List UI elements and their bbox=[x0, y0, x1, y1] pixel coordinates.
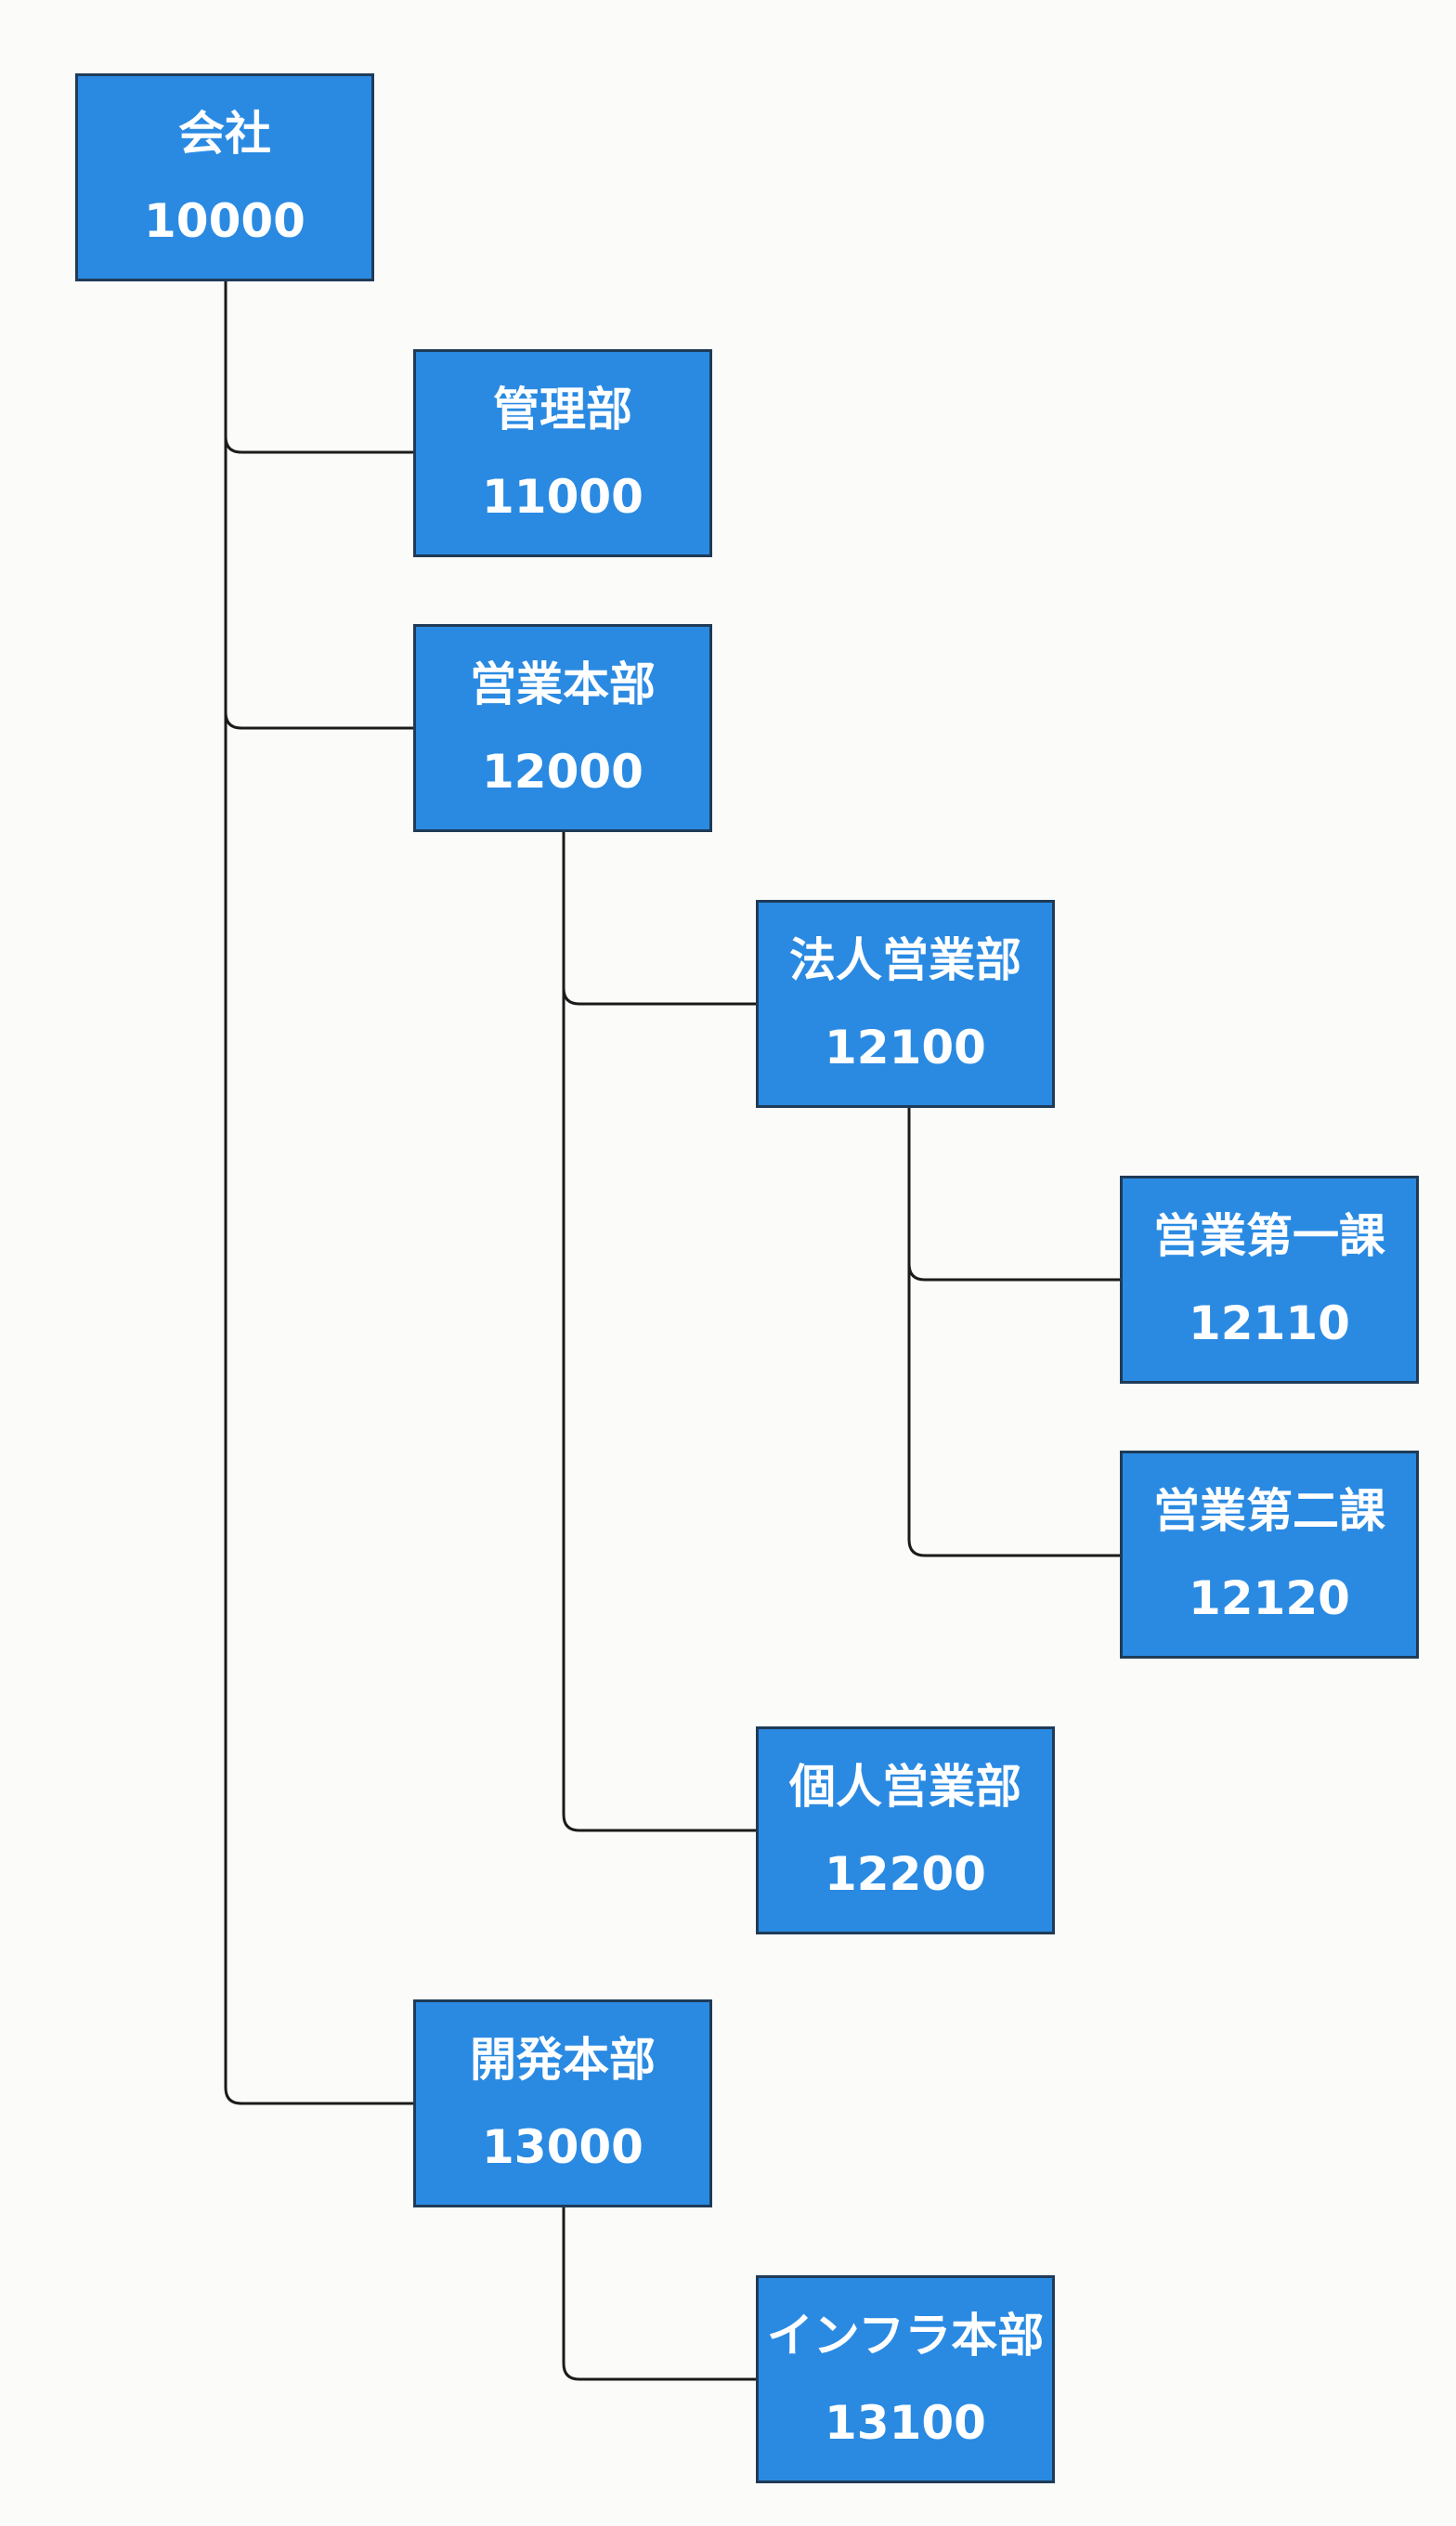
node-personal-sales: 個人営業部 12200 bbox=[756, 1726, 1055, 1934]
node-corporate-sales: 法人営業部 12100 bbox=[756, 900, 1055, 1108]
node-name: 会社 bbox=[178, 107, 271, 161]
node-company: 会社 10000 bbox=[75, 73, 374, 281]
connector-company-to-management bbox=[224, 280, 417, 454]
node-code: 12110 bbox=[1189, 1296, 1350, 1350]
node-code: 12100 bbox=[825, 1021, 986, 1074]
node-code: 13100 bbox=[825, 2396, 986, 2450]
node-development-hq: 開発本部 13000 bbox=[413, 1999, 712, 2207]
connector-sales-hq-to-personal-sales bbox=[562, 830, 760, 1832]
node-sales-hq: 営業本部 12000 bbox=[413, 624, 712, 832]
node-sales-section-2: 営業第二課 12120 bbox=[1120, 1451, 1419, 1659]
node-management: 管理部 11000 bbox=[413, 349, 712, 557]
connector-development-hq-to-infrastructure-hq bbox=[562, 2206, 760, 2381]
connector-corporate-sales-to-section-1 bbox=[907, 1106, 1124, 1282]
node-name: 法人営業部 bbox=[789, 933, 1021, 987]
connector-corporate-sales-to-section-2 bbox=[907, 1106, 1124, 1557]
node-sales-section-1: 営業第一課 12110 bbox=[1120, 1176, 1419, 1384]
node-name: 営業本部 bbox=[470, 658, 656, 711]
node-name: 開発本部 bbox=[470, 2033, 656, 2087]
node-code: 13000 bbox=[482, 2120, 644, 2174]
connector-company-to-development-hq bbox=[224, 280, 417, 2105]
node-infrastructure-hq: インフラ本部 13100 bbox=[756, 2275, 1055, 2483]
node-code: 11000 bbox=[482, 470, 644, 524]
node-name: 管理部 bbox=[493, 383, 632, 436]
node-code: 12000 bbox=[482, 745, 644, 799]
node-code: 12200 bbox=[825, 1847, 986, 1901]
node-name: 個人営業部 bbox=[789, 1760, 1021, 1814]
node-code: 12120 bbox=[1189, 1571, 1350, 1625]
connector-sales-hq-to-corporate-sales bbox=[562, 830, 760, 1006]
node-name: 営業第一課 bbox=[1153, 1209, 1385, 1263]
connector-company-to-sales-hq bbox=[224, 280, 417, 730]
node-name: 営業第二課 bbox=[1153, 1484, 1385, 1538]
node-code: 10000 bbox=[144, 194, 306, 248]
node-name: インフラ本部 bbox=[766, 2309, 1045, 2363]
